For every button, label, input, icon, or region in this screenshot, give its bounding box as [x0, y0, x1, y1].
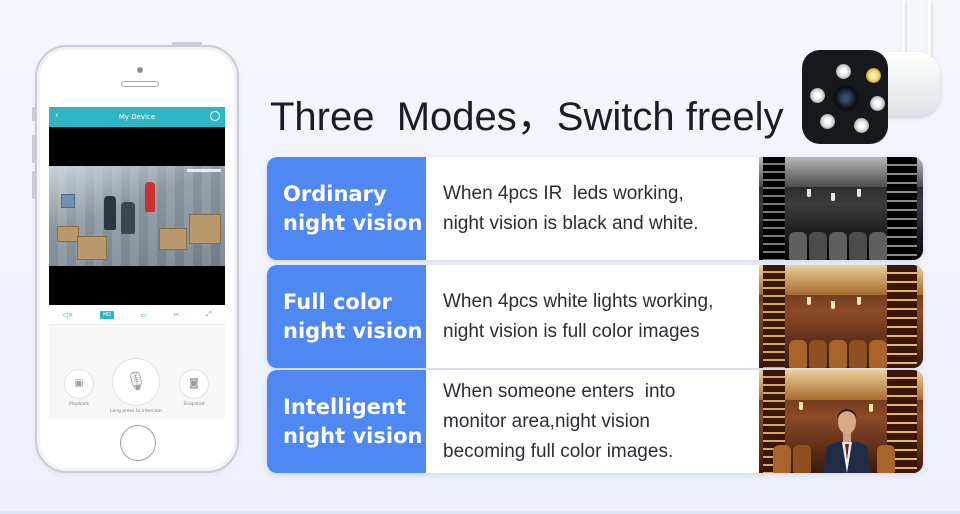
- surveillance-video-frame: [49, 166, 225, 266]
- phone-power-button: [172, 42, 202, 45]
- mode-row-full-color: Full color night vision When 4pcs white …: [267, 265, 923, 368]
- led-light: [820, 114, 835, 129]
- playback-label: Playback: [68, 402, 90, 407]
- video-person: [145, 182, 155, 212]
- microphone-icon: 🎙: [124, 371, 148, 392]
- intercom-label: Long press to intercom: [110, 409, 162, 414]
- intelligent-night-vision-image: [759, 370, 923, 473]
- phone-volume-down: [32, 171, 35, 199]
- bottom-divider: [0, 511, 960, 514]
- led-light: [870, 96, 885, 111]
- record-icon[interactable]: ▭: [140, 310, 147, 319]
- mode-row-ordinary: Ordinary night vision When 4pcs IR leds …: [267, 157, 923, 260]
- snapshot-label: Snapshot: [183, 402, 205, 407]
- mode-title-line2: night vision: [283, 210, 423, 235]
- video-box: [77, 236, 107, 260]
- antenna: [900, 0, 907, 62]
- fullscreen-icon[interactable]: ⤢: [206, 310, 212, 318]
- mode-title-line1: Full color: [283, 289, 392, 314]
- video-box: [57, 226, 79, 242]
- mode-title-line1: Ordinary: [283, 181, 387, 206]
- video-timestamp: [187, 169, 221, 172]
- live-video-area[interactable]: [49, 127, 225, 305]
- mode-title: Full color night vision: [267, 265, 426, 368]
- bw-night-vision-image: [759, 157, 923, 260]
- snapshot-button[interactable]: ◙: [179, 369, 209, 399]
- phone-front-camera: [137, 67, 143, 73]
- camera-face: [802, 50, 888, 144]
- mode-description: When 4pcs white lights working, night vi…: [443, 265, 763, 368]
- mode-description: When 4pcs IR leds working, night vision …: [443, 157, 763, 260]
- playback-button[interactable]: ▣: [64, 369, 94, 399]
- bottom-controls: ▣ Playback 🎙 Long press to intercom ◙ Sn…: [49, 325, 225, 419]
- mode-desc-line2: night vision is black and white.: [443, 212, 699, 234]
- phone-speaker: [121, 81, 159, 87]
- speaker-mute-icon[interactable]: ◁×: [62, 310, 74, 319]
- hd-toggle[interactable]: HD: [100, 310, 114, 319]
- mode-title: Ordinary night vision: [267, 157, 426, 260]
- mode-row-intelligent: Intelligent night vision When someone en…: [267, 370, 923, 473]
- person-figure: [823, 409, 871, 473]
- full-color-night-vision-image: [759, 265, 923, 368]
- camera-lens: [833, 85, 859, 111]
- led-light: [854, 118, 869, 133]
- back-arrow-icon[interactable]: ‹: [55, 111, 59, 121]
- mode-title-line2: night vision: [283, 318, 423, 343]
- mode-description: When someone enters into monitor area,ni…: [443, 370, 763, 473]
- antenna: [926, 0, 933, 62]
- gear-icon[interactable]: [210, 111, 220, 121]
- camera-icon: ◙: [189, 378, 199, 389]
- video-control-bar: ◁× HD ▭ ✂ ⤢: [49, 305, 225, 325]
- mode-desc-line2: monitor area,night vision: [443, 410, 650, 432]
- video-person: [121, 202, 135, 234]
- headline: Three Modes，Switch freely: [270, 95, 784, 139]
- phone-side-button: [32, 107, 35, 121]
- led-light: [866, 68, 881, 83]
- intercom-button[interactable]: 🎙: [112, 358, 160, 406]
- phone-mockup: ‹ My Device ◁× HD ▭ ✂ ⤢: [32, 42, 239, 473]
- mode-desc-line1: When 4pcs white lights working,: [443, 290, 714, 312]
- led-light: [810, 88, 825, 103]
- led-light: [836, 64, 851, 79]
- playback-icon: ▣: [74, 378, 84, 389]
- mode-title-line2: night vision: [283, 423, 423, 448]
- video-person: [104, 196, 116, 230]
- app-title: My Device: [118, 113, 156, 121]
- mode-desc-line1: When 4pcs IR leds working,: [443, 182, 684, 204]
- app-header: ‹ My Device: [49, 107, 225, 127]
- video-box: [159, 228, 187, 250]
- mode-desc-line1: When someone enters into: [443, 380, 676, 402]
- mode-title-line1: Intelligent: [283, 394, 406, 419]
- video-box: [61, 194, 75, 208]
- mode-desc-line3: becoming full color images.: [443, 440, 674, 462]
- phone-volume-up: [32, 135, 35, 163]
- mode-desc-line2: night vision is full color images: [443, 320, 700, 342]
- video-box: [189, 214, 221, 244]
- phone-home-button: [120, 425, 156, 461]
- security-camera-product: [800, 0, 945, 150]
- phone-screen: ‹ My Device ◁× HD ▭ ✂ ⤢: [49, 107, 225, 419]
- mode-title: Intelligent night vision: [267, 370, 426, 473]
- scissors-icon[interactable]: ✂: [173, 310, 180, 319]
